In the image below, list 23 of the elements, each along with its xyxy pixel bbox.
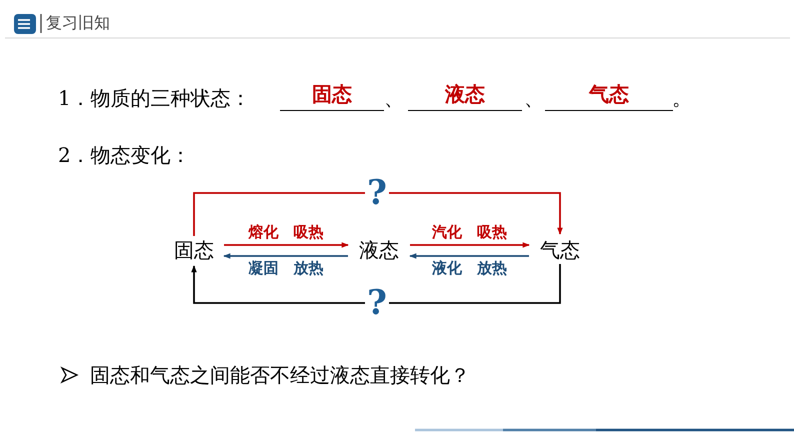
arrow [223, 253, 348, 259]
arrow [224, 242, 349, 248]
punctuation: 、 [524, 85, 544, 112]
edge-label: 液化 放热 [431, 258, 508, 278]
header-title: 复习旧知 [46, 12, 110, 34]
fill-in-line: 液态 [408, 80, 522, 111]
arrow [409, 253, 529, 259]
state-label: 液态 [356, 236, 402, 264]
question-text: 1．物质的三种状态： [58, 85, 251, 112]
punctuation: 、 [384, 85, 404, 112]
fill-in-line: 固态 [280, 80, 384, 111]
state-label: 固态 [172, 236, 216, 264]
question-text: 固态和气态之间能否不经过液态直接转化？ [90, 362, 470, 389]
arrow [410, 242, 530, 248]
edge-label: 汽化 吸热 [431, 222, 508, 242]
arrow [191, 264, 561, 304]
question-text: 2．物态变化： [58, 142, 191, 169]
state-label: 气态 [537, 236, 583, 264]
edge-label: 熔化 吸热 [247, 222, 324, 242]
fill-in-line: 气态 [545, 80, 673, 111]
arrow [193, 192, 563, 236]
punctuation: 。 [672, 85, 692, 112]
edge-label: 凝固 放热 [248, 258, 324, 278]
